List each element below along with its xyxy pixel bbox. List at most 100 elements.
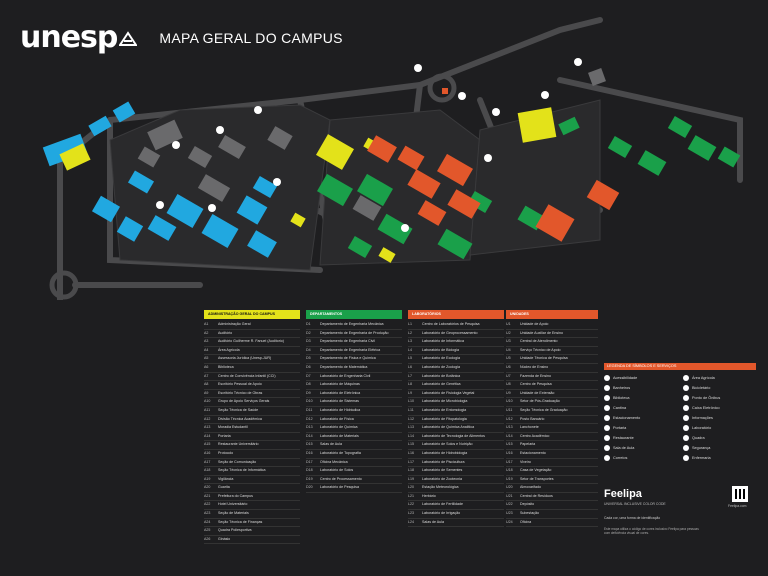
legend-item: Cantina <box>604 404 677 411</box>
row-label: Laboratório de Fisiologia Vegetal <box>422 390 475 395</box>
row-label: Oficina Mecânica <box>320 459 348 464</box>
row-label: Centro de Processamento <box>320 476 362 481</box>
legend-row: U9 Unidade de Extensão <box>506 390 598 399</box>
row-code: D13 <box>306 425 313 430</box>
header: unesp MAPA GERAL DO CAMPUS <box>20 20 343 55</box>
legend-symbol-icon <box>604 384 610 391</box>
row-code: L10 <box>408 399 414 404</box>
legend-item: Banheiros <box>604 384 677 391</box>
row-label: Serviço Técnico de Apoio <box>520 347 561 352</box>
row-label: Setor de Transportes <box>520 476 554 481</box>
row-label: Salas de Aula <box>422 519 444 524</box>
row-label: Central de Resíduos <box>520 493 553 498</box>
row-code: D8 <box>306 382 311 387</box>
row-label: Laboratório de Hidráulica <box>320 407 361 412</box>
row-code: A20 <box>204 485 211 490</box>
legend-item: Portaria <box>604 424 677 431</box>
row-label: Depósito <box>520 502 535 507</box>
blue-buildings[interactable] <box>42 101 278 258</box>
row-code: U23 <box>506 511 513 516</box>
row-code: U17 <box>506 459 513 464</box>
row-label: Escritório Técnico de Obras <box>218 390 263 395</box>
row-label: Centro de Convivência Infantil (CCI) <box>218 373 276 378</box>
row-code: U14 <box>506 433 513 438</box>
legend-item: Quadra <box>683 434 756 441</box>
legend-item: Segurança <box>683 444 756 451</box>
row-code: U21 <box>506 493 513 498</box>
map-pins[interactable] <box>44 58 582 300</box>
row-code: U7 <box>506 373 511 378</box>
row-label: Hotel Universitário <box>218 502 248 507</box>
campus-map[interactable] <box>0 0 768 300</box>
row-label: Núcleo de Ensino <box>520 364 549 369</box>
row-code: A25 <box>204 528 211 533</box>
row-label: Estação Meteorológica <box>422 485 459 490</box>
row-code: U19 <box>506 476 513 481</box>
row-code: U10 <box>506 399 513 404</box>
yellow-buildings[interactable] <box>40 107 557 300</box>
row-label: Auditório <box>218 330 233 335</box>
row-label: Papelaria <box>520 442 536 447</box>
row-label: Escritório Pessoal de Apoio <box>218 382 262 387</box>
row-code: L14 <box>408 433 414 438</box>
orange-buildings[interactable] <box>367 88 620 242</box>
row-code: L5 <box>408 356 412 361</box>
legend-label: Correios <box>613 455 628 460</box>
map-title: MAPA GERAL DO CAMPUS <box>159 29 343 46</box>
row-code: U13 <box>506 425 513 430</box>
column-header: DEPARTAMENTOS <box>306 310 402 319</box>
row-code: A14 <box>204 433 211 438</box>
green-buildings[interactable] <box>317 115 741 260</box>
row-code: D20 <box>306 485 313 490</box>
row-label: Protocolo <box>218 450 234 455</box>
row-label: Unidade de Extensão <box>520 390 555 395</box>
row-label: Laboratório de Piscicultura <box>422 459 465 464</box>
row-code: A8 <box>204 382 209 387</box>
row-label: Laboratório de Eletrônica <box>320 390 361 395</box>
row-label: Seção Técnica de Finanças <box>218 519 263 524</box>
row-code: U9 <box>506 390 511 395</box>
row-code: A7 <box>204 373 209 378</box>
row-code: U5 <box>506 356 511 361</box>
row-code: L2 <box>408 330 412 335</box>
row-label: Assessoria Jurídica (Unesp-JUR) <box>218 356 272 361</box>
column-header: UNIDADES <box>506 310 598 319</box>
row-label: Oficina <box>520 519 532 524</box>
legend-symbol-icon <box>683 414 689 421</box>
row-label: Laboratório de Entomologia <box>422 407 467 412</box>
gray-buildings[interactable] <box>59 68 606 300</box>
row-label: Restaurante Universitário <box>218 442 259 447</box>
row-label: Laboratório de Química <box>320 425 358 430</box>
legend-item: Caixa Eletrônico <box>683 404 756 411</box>
row-code: U2 <box>506 330 511 335</box>
qr-code-icon[interactable] <box>732 486 748 502</box>
row-code: L4 <box>408 347 412 352</box>
